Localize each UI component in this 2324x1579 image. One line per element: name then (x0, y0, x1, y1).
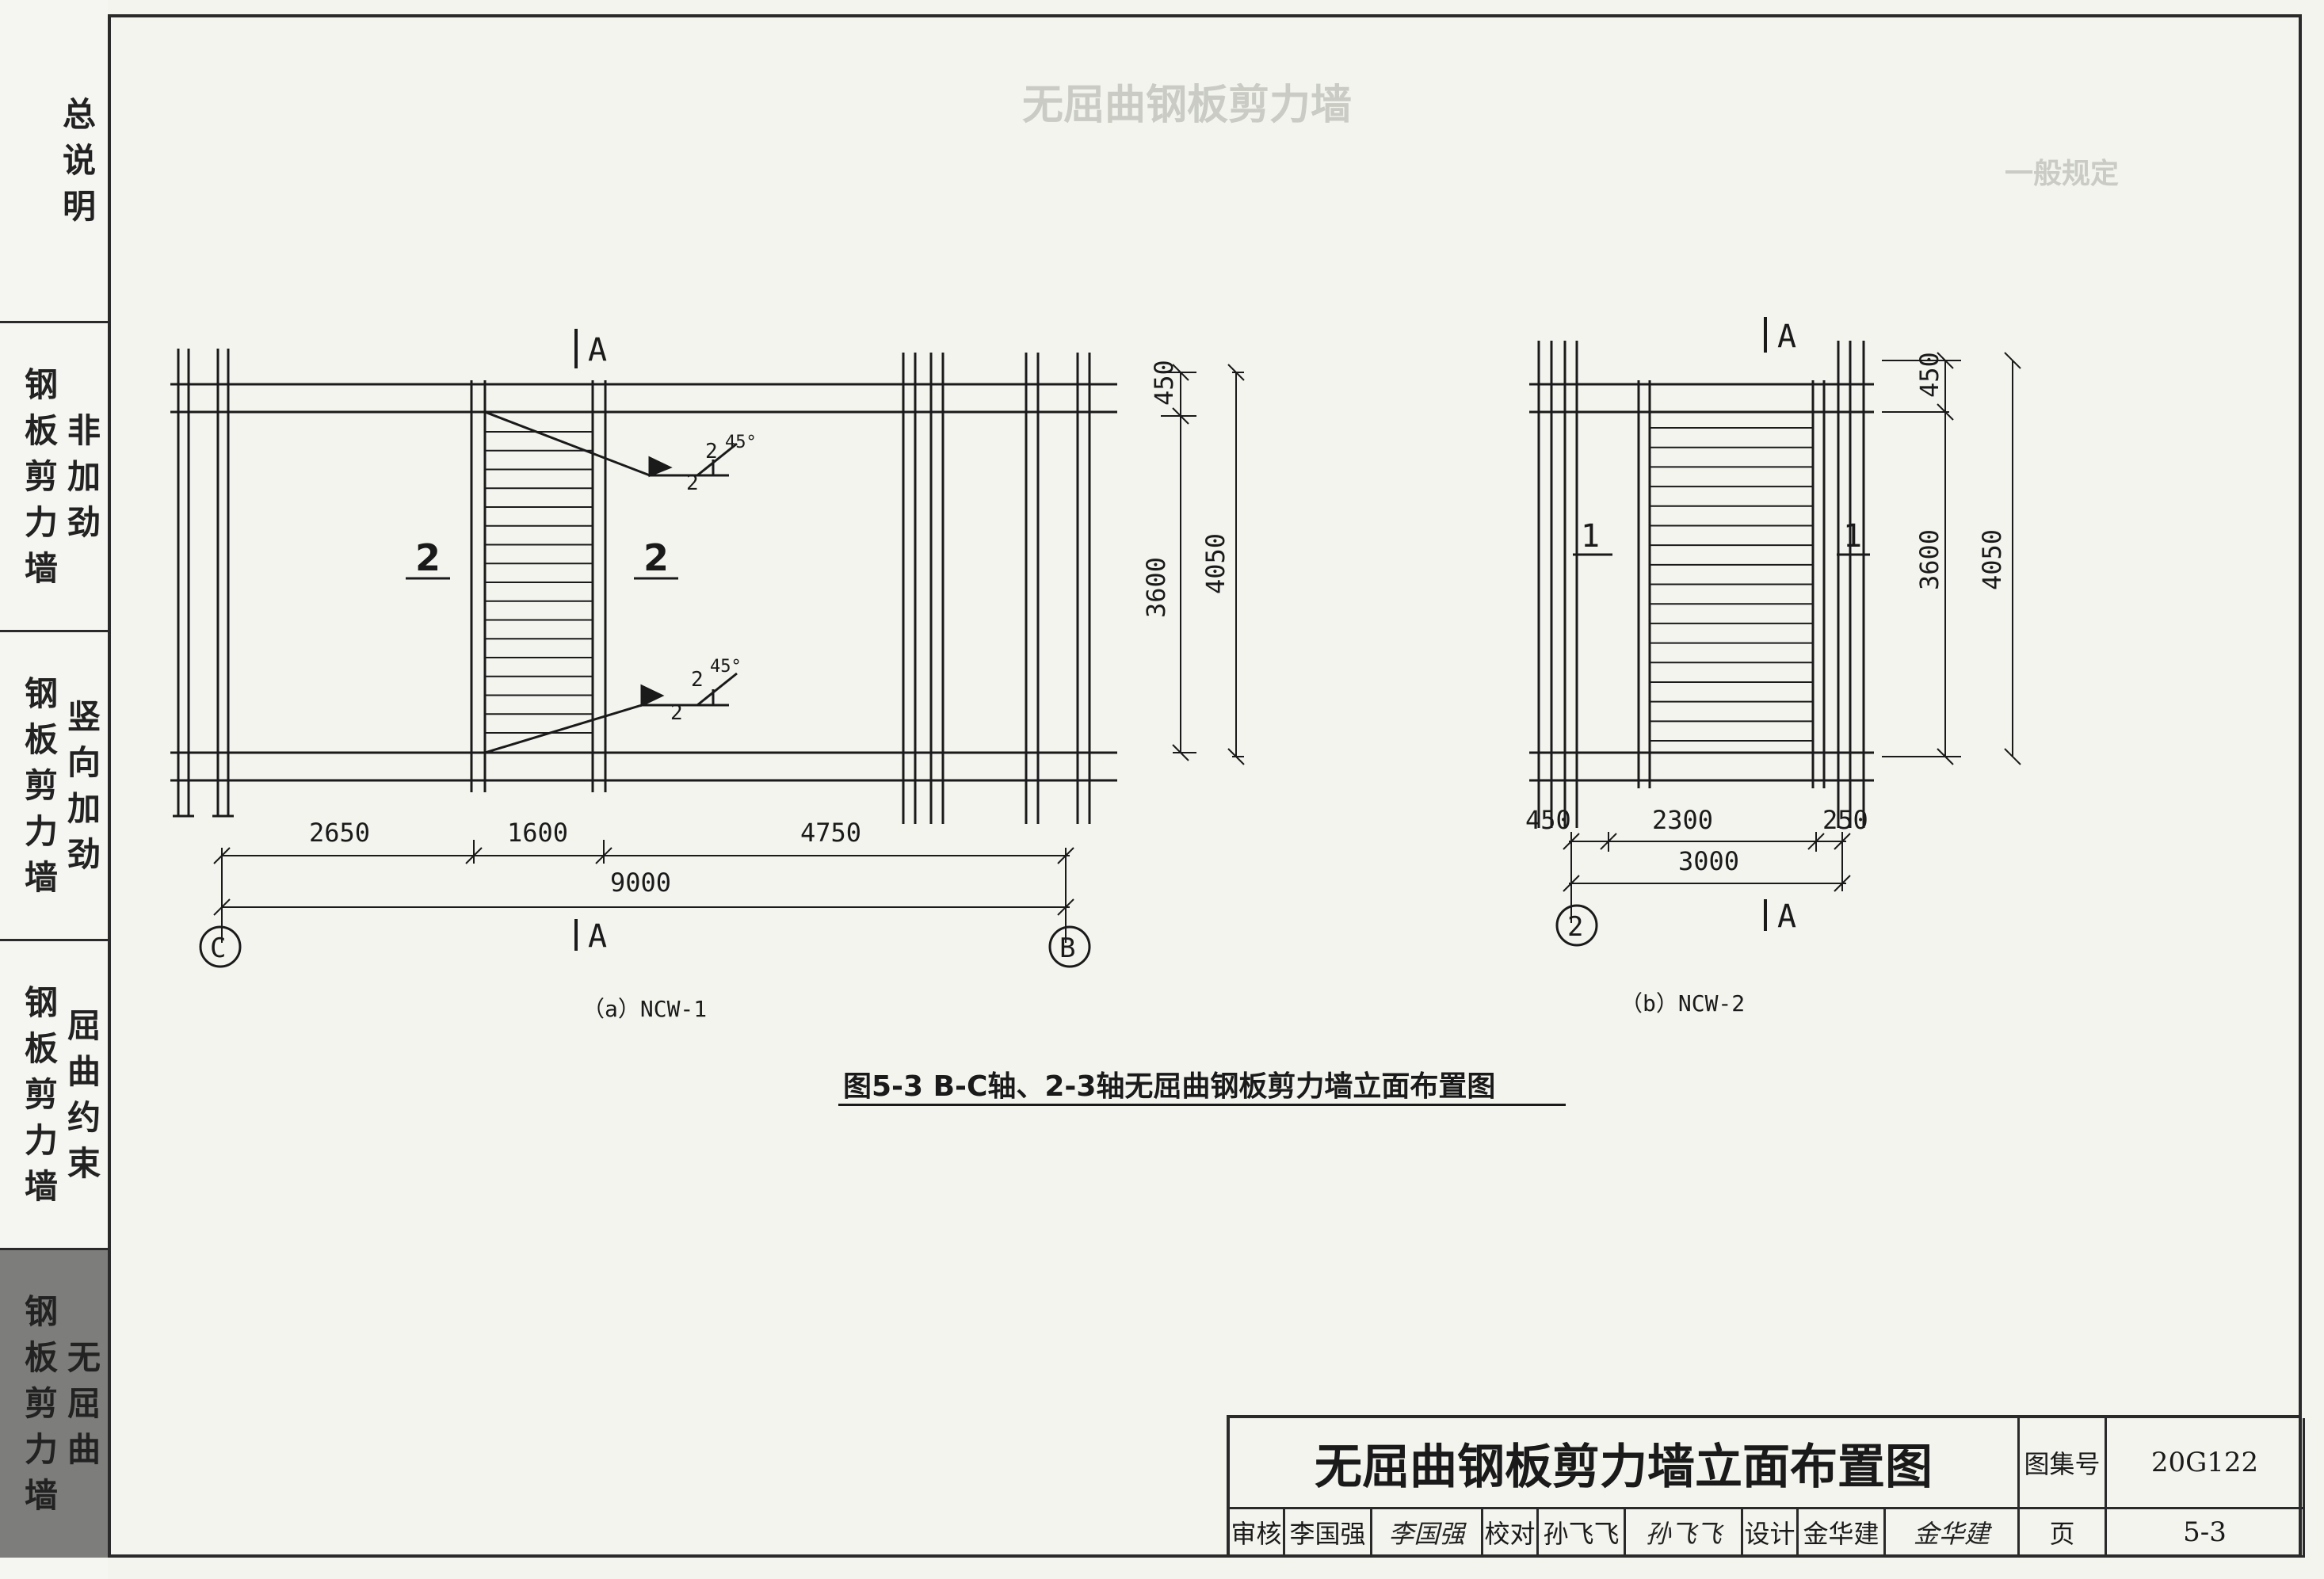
weld-angle: 45° (725, 433, 757, 452)
tab-label: 钢 板 剪 力 墙 (24, 982, 58, 1206)
tab-sublabel: 非 加 劲 (67, 410, 101, 542)
tab-label: 钢 板 剪 力 墙 (24, 673, 58, 897)
ncw1-stiffeners (485, 431, 593, 734)
dim-label: 4750 (800, 818, 861, 848)
axis-label: 2 (1567, 911, 1583, 943)
dim-total: 3000 (1678, 846, 1739, 876)
caption-underline (838, 1104, 1566, 1106)
tab-buckling-free[interactable]: 钢 板 剪 力 墙 无 屈 曲 (0, 1250, 108, 1558)
ncw2-dim-bottom (1563, 832, 1851, 923)
ncw1-dim-right (1161, 364, 1245, 765)
page-label: 页 (2020, 1509, 2107, 1558)
section-label-b-bottom: A (1777, 898, 1796, 935)
ncw1-frame (170, 349, 1117, 824)
check-label: 校对 (1483, 1509, 1539, 1558)
section-label-b-top: A (1777, 318, 1796, 355)
page-number: 5-3 (2107, 1509, 2305, 1558)
reviewer-name: 李国强 (1285, 1509, 1372, 1558)
dim-total: 4050 (1977, 529, 2007, 590)
dim-label: 450 (1149, 360, 1179, 406)
caption-ncw1: （a）NCW-1 (582, 996, 708, 1022)
weld-size: 2 (705, 440, 718, 463)
axis-bubble-2 (1555, 904, 1598, 947)
weld-size: 2 (670, 701, 683, 725)
tab-label: 总 说 明 (62, 94, 96, 226)
ghost-section: 一般规定 (2005, 158, 2120, 190)
tab-vertical-stiffened[interactable]: 钢 板 剪 力 墙 竖 向 加 劲 (0, 632, 108, 941)
design-label: 设计 (1743, 1509, 1799, 1558)
tab-sublabel: 屈 曲 约 束 (67, 1005, 101, 1183)
dim-label: 1600 (507, 818, 568, 848)
weld-symbol-top (648, 442, 738, 478)
figure-caption: 图5-3 B-C轴、2-3轴无屈曲钢板剪力墙立面布置图 (843, 1070, 1496, 1103)
dim-label: 250 (1822, 805, 1868, 835)
atlas-number: 20G122 (2107, 1418, 2305, 1509)
weld-size: 2 (686, 471, 699, 495)
weld-size: 2 (691, 668, 704, 692)
atlas-label: 图集号 (2020, 1418, 2107, 1509)
panel-mark: 1 (1581, 518, 1600, 555)
checker-name: 孙飞飞 (1539, 1509, 1626, 1558)
axis-bubble-c (199, 925, 242, 968)
checker-signature: 孙飞飞 (1626, 1509, 1743, 1558)
sidebar: 总 说 明 钢 板 剪 力 墙 非 加 劲 钢 板 剪 力 墙 竖 向 加 劲 … (0, 0, 108, 1579)
ncw2-dim-right (1882, 352, 2021, 765)
axis-label: C (210, 933, 226, 964)
review-label: 审核 (1230, 1509, 1285, 1558)
weld-angle: 45° (710, 657, 742, 677)
dim-label: 2650 (309, 818, 370, 848)
drawing-frame (108, 14, 2302, 1558)
tab-sublabel: 竖 向 加 劲 (67, 696, 101, 874)
dim-label: 450 (1525, 805, 1571, 835)
designer-signature: 金华建 (1886, 1509, 2020, 1558)
tab-buckling-restrained[interactable]: 钢 板 剪 力 墙 屈 曲 约 束 (0, 941, 108, 1250)
drawing-title: 无屈曲钢板剪力墙立面布置图 (1230, 1418, 2020, 1509)
dim-label: 3600 (1914, 529, 1944, 590)
tab-label: 钢 板 剪 力 墙 (24, 364, 58, 588)
dim-label: 2300 (1652, 805, 1713, 835)
panel-mark: 2 (415, 536, 441, 579)
section-label-a-top: A (588, 332, 607, 368)
dim-total: 4050 (1200, 533, 1231, 594)
reviewer-signature: 李国强 (1372, 1509, 1483, 1558)
axis-bubble-b (1048, 925, 1091, 968)
panel-mark: 2 (643, 536, 669, 579)
section-label-a-bottom: A (588, 918, 607, 955)
tab-sublabel: 无 屈 曲 (67, 1338, 101, 1469)
designer-name: 金华建 (1799, 1509, 1886, 1558)
ncw2-stiffeners (1650, 427, 1813, 742)
weld-symbol-bottom (640, 672, 738, 707)
dim-label: 3600 (1141, 557, 1171, 618)
tab-unstiffened[interactable]: 钢 板 剪 力 墙 非 加 劲 (0, 323, 108, 632)
caption-ncw2: （b）NCW-2 (1620, 990, 1746, 1016)
ncw1-dim-bottom (213, 840, 1074, 943)
axis-label: B (1059, 933, 1075, 964)
dim-label: 450 (1914, 352, 1944, 398)
tab-label: 钢 板 剪 力 墙 (24, 1292, 58, 1515)
title-block: 无屈曲钢板剪力墙立面布置图 图集号 20G122 审核 李国强 李国强 校对 孙… (1227, 1415, 2305, 1558)
ghost-heading: 无屈曲钢板剪力墙 (1022, 82, 1353, 129)
dim-total: 9000 (610, 868, 671, 898)
tab-general[interactable]: 总 说 明 (0, 0, 108, 323)
panel-mark: 1 (1843, 518, 1862, 555)
